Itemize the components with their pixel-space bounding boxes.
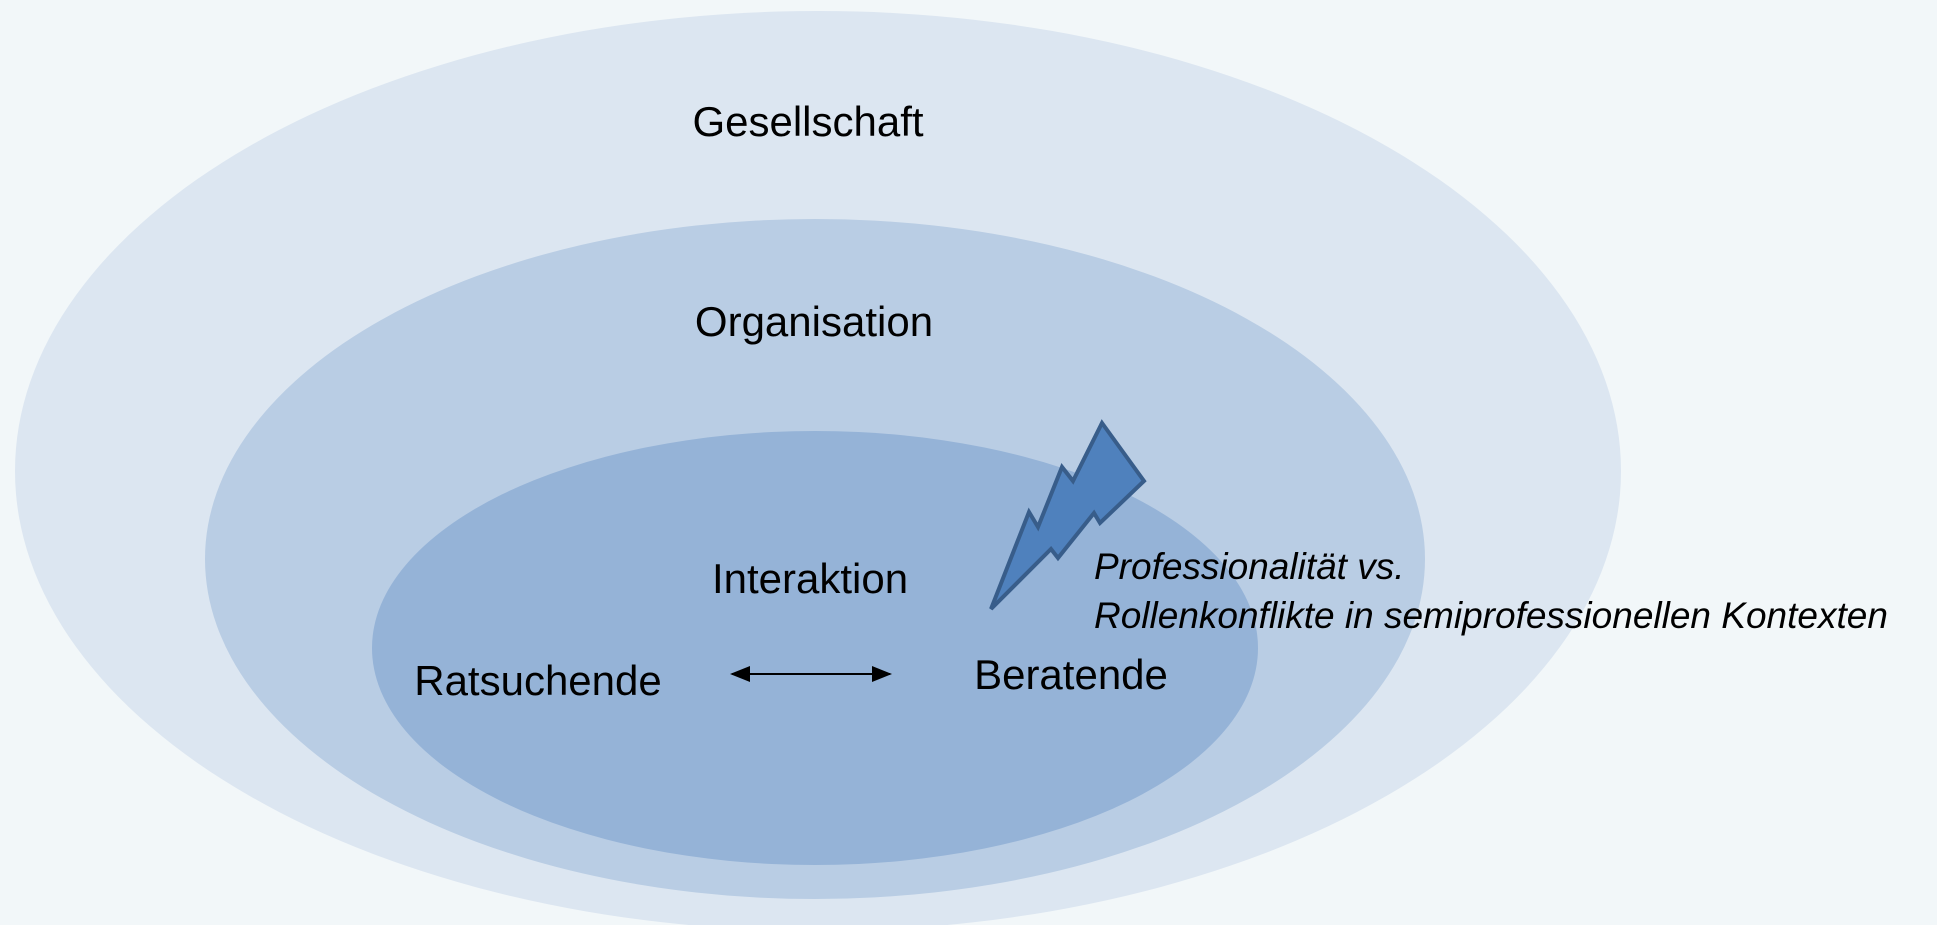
conflict-line-2: Rollenkonflikte in semiprofessionellen K… xyxy=(1094,595,1888,636)
organisation-label: Organisation xyxy=(695,298,933,345)
conflict-line-1: Professionalität vs. xyxy=(1094,546,1405,587)
advice-seekers-label: Ratsuchende xyxy=(414,657,662,704)
lightning-bolt-icon xyxy=(989,419,1147,611)
interaction-label: Interaktion xyxy=(712,555,908,602)
society-label: Gesellschaft xyxy=(692,98,923,145)
advisors-label: Beratende xyxy=(974,651,1168,698)
